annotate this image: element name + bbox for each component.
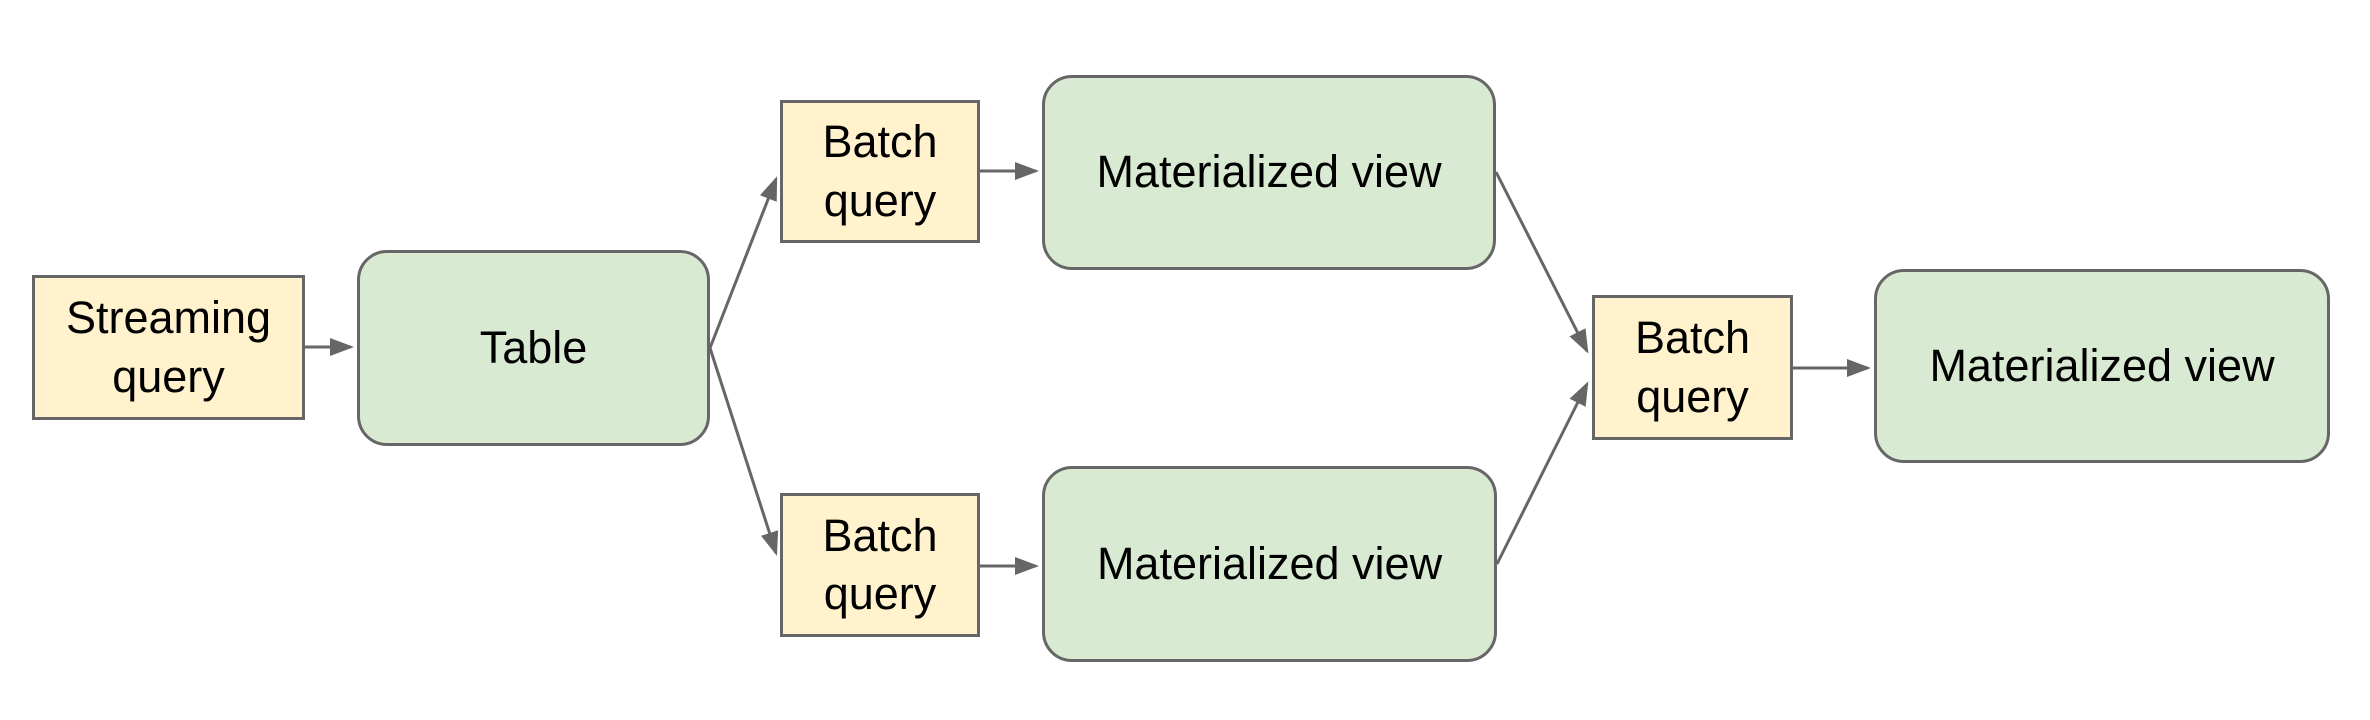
node-materialized-view-right-label: Materialized view: [1929, 339, 2275, 391]
node-table-label: Table: [479, 321, 588, 373]
arrow-table-to-batch-query-bottom: [708, 347, 779, 556]
node-batch-query-top-label: Batch query: [822, 116, 938, 226]
arrow-materialized-view-bottom-to-batch-query-right: [1495, 381, 1589, 565]
node-batch-query-right: Batch query: [1592, 295, 1793, 440]
node-materialized-view-bottom: Materialized view: [1042, 466, 1497, 662]
node-materialized-view-bottom-label: Materialized view: [1096, 537, 1443, 589]
node-materialized-view-top: Materialized view: [1042, 75, 1496, 270]
node-materialized-view-top-label: Materialized view: [1096, 146, 1442, 198]
node-batch-query-top: Batch query: [780, 100, 980, 243]
arrow-table-to-batch-query-top: [708, 176, 778, 349]
node-batch-query-bottom: Batch query: [780, 493, 980, 637]
node-batch-query-right-label: Batch query: [1634, 312, 1751, 422]
arrow-materialized-view-top-to-batch-query-right: [1494, 171, 1589, 354]
node-batch-query-bottom-label: Batch query: [822, 509, 938, 620]
node-materialized-view-right: Materialized view: [1874, 269, 2330, 463]
node-streaming-query: Streaming query: [32, 275, 305, 420]
node-table: Table: [357, 250, 710, 446]
node-streaming-query-label: Streaming query: [65, 292, 272, 402]
